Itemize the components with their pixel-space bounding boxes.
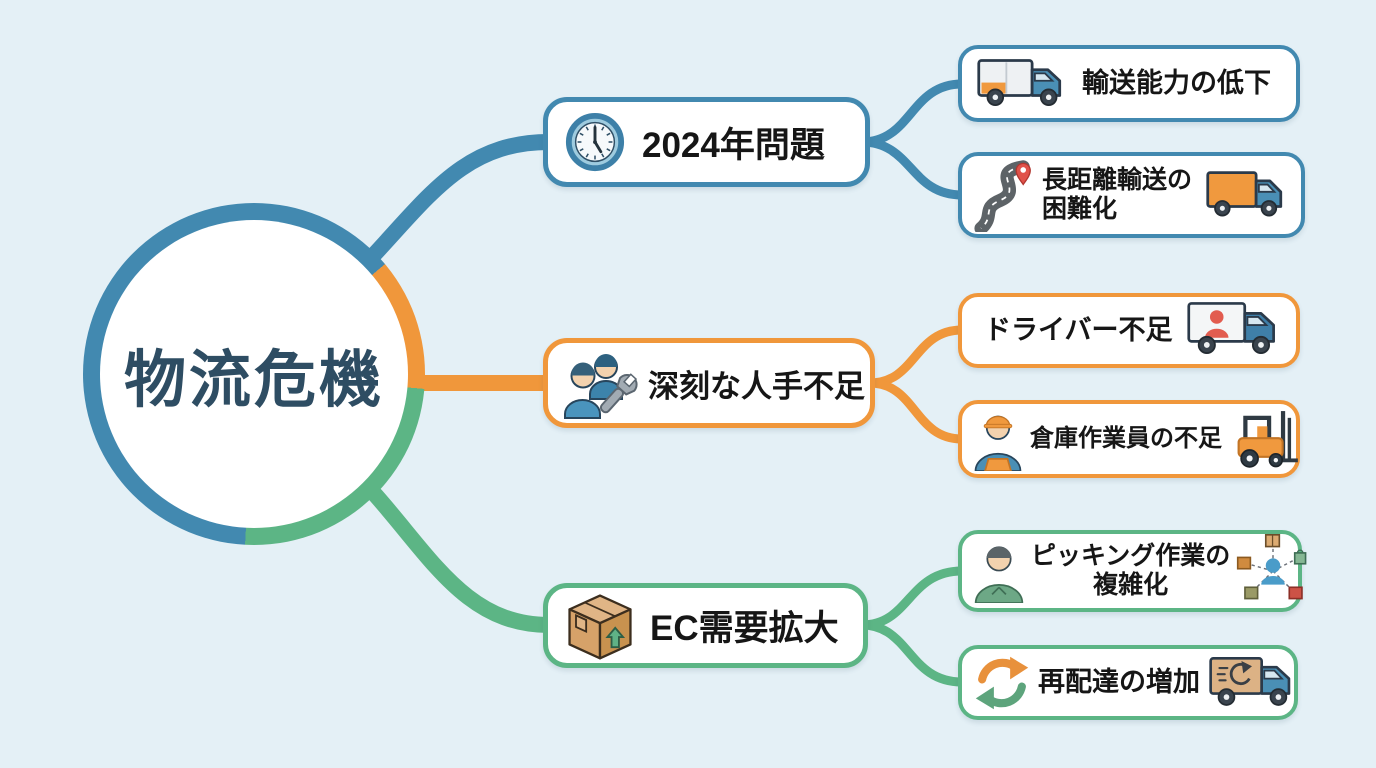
leaf-node-driver-shortage[interactable]: ドライバー不足 [958,293,1300,368]
branch-label-labor-shortage: 深刻な人手不足 [648,368,865,404]
central-topic-node[interactable]: 物流危機 [83,203,425,545]
orange-truck-icon [1206,170,1283,216]
branch-label-ec-demand: EC需要拡大 [650,609,839,648]
leaf-connector-green-2 [857,620,967,687]
forklift-icon [1237,411,1298,468]
leaf-connector-blue-2 [857,137,967,200]
central-topic-inner: 物流危機 [100,220,408,528]
branch-node-labor-shortage[interactable]: 深刻な人手不足 [543,338,875,428]
leaf-connector-green-1 [857,566,967,630]
leaf-label-transport-capacity-decline: 輸送能力の低下 [1082,67,1271,98]
leaf-label-driver-shortage: ドライバー不足 [984,314,1173,345]
leaf-node-redelivery-increase[interactable]: 再配達の増加 [958,645,1298,720]
leaf-label-line: 複雑化 [1093,571,1169,599]
distribution-network-icon [1237,533,1307,600]
leaf-node-long-distance-difficulty[interactable]: 長距離輸送の 困難化 [958,152,1305,238]
leaf-label-redelivery-increase: 再配達の増加 [1038,666,1200,697]
leaf-node-warehouse-worker-shortage[interactable]: 倉庫作業員の不足 [958,400,1300,478]
leaf-connector-orange-2 [865,378,967,444]
picker-person-icon [974,546,1024,603]
clock-icon [565,112,625,172]
cargo-truck-icon [977,59,1062,107]
leaf-node-transport-capacity-decline[interactable]: 輸送能力の低下 [958,45,1300,122]
workers-wrench-icon [564,354,638,419]
winding-road-icon [974,160,1031,232]
leaf-connector-orange-1 [865,325,967,388]
central-topic-label: 物流危機 [123,346,384,415]
recycle-arrows-icon [975,656,1029,709]
branch-connector-green [363,482,557,633]
leaf-label-line: 長距離輸送の [1042,165,1193,194]
leaf-label-picking-complexity: ピッキング作業の 複雑化 [1031,542,1230,601]
leaf-label-line: 困難化 [1042,195,1118,223]
branch-connector-blue [363,134,557,266]
leaf-label-line: ピッキング作業の [1031,541,1231,570]
package-box-icon [568,593,632,659]
leaf-node-picking-complexity[interactable]: ピッキング作業の 複雑化 [958,530,1307,612]
leaf-label-warehouse-worker-shortage: 倉庫作業員の不足 [1030,424,1222,452]
driver-truck-icon [1187,302,1275,354]
redelivery-truck-icon [1209,656,1291,706]
branch-node-2024-problem[interactable]: 2024年問題 [543,97,870,187]
branch-label-2024-problem: 2024年問題 [642,125,825,165]
branch-node-ec-demand[interactable]: EC需要拡大 [543,583,868,668]
leaf-label-long-distance-difficulty: 長距離輸送の 困難化 [1042,166,1195,225]
warehouse-worker-icon [974,415,1022,471]
leaf-connector-blue-1 [857,79,967,147]
